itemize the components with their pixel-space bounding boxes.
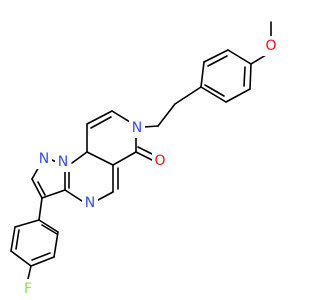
- molecule-structure-diagram: O N O N N N F: [10, 21, 279, 299]
- carbonyl-oxygen-label: O: [154, 153, 165, 169]
- fluorine-label: F: [24, 281, 32, 297]
- atom-label-carbonyl-oxygen: O: [152, 151, 168, 171]
- atom-label-pyrimidine-nitrogen: N: [82, 193, 98, 213]
- fluorophenyl-ring: [10, 197, 59, 280]
- methoxy-oxygen-label: O: [265, 38, 276, 54]
- methoxy-group: [250, 21, 272, 65]
- methoxyphenyl-ring: [200, 49, 252, 103]
- pyrazole-nitrogen-label: N: [39, 151, 49, 167]
- bridge-nitrogen-label: N: [58, 154, 68, 170]
- ethyl-linker: [143, 86, 202, 128]
- atom-label-pyrazole-nitrogen: N: [36, 149, 52, 169]
- atom-label-fluorine: F: [20, 279, 36, 299]
- atom-label-amide-nitrogen: N: [129, 118, 145, 138]
- carbonyl-group: [135, 146, 155, 161]
- pyridinone-ring: [86, 110, 137, 166]
- amide-nitrogen-label: N: [132, 120, 142, 136]
- pyrimidine-nitrogen-label: N: [85, 195, 95, 211]
- atom-label-methoxy-oxygen: O: [263, 36, 279, 56]
- atom-label-bridge-nitrogen: N: [55, 152, 71, 172]
